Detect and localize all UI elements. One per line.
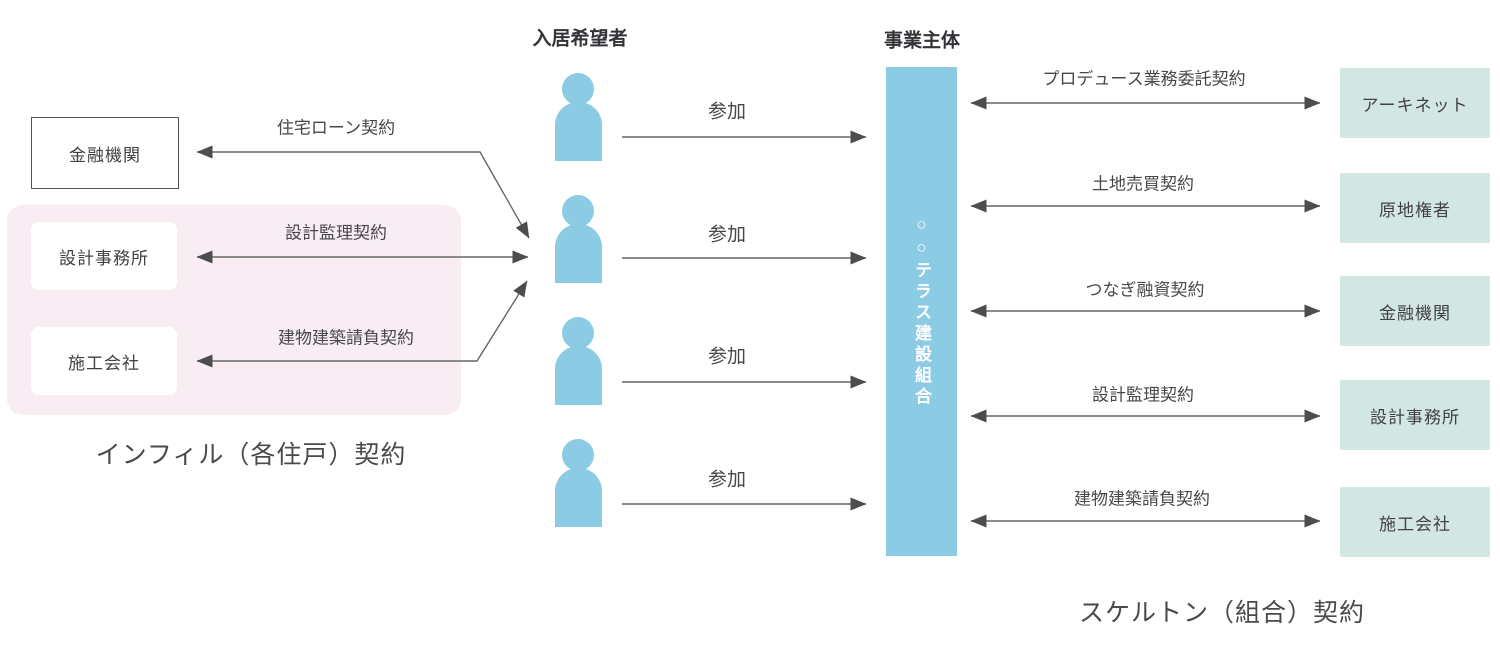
right-box-original-landowner: 原地権者 bbox=[1340, 173, 1490, 243]
header-business-entity: 事業主体 bbox=[883, 30, 961, 52]
right-box-financial-institution: 金融機関 bbox=[1340, 276, 1490, 346]
arrow-housing-loan bbox=[196, 145, 530, 239]
right-box-design-office: 設計事務所 bbox=[1340, 380, 1490, 450]
label-land-contract: 土地売買契約 bbox=[1092, 174, 1194, 194]
right-box-landowner-label: 原地権者 bbox=[1379, 200, 1451, 220]
participation-label: 参加 bbox=[707, 101, 747, 123]
caption-skeleton-contract: スケルトン（組合）契約 bbox=[1078, 599, 1366, 627]
resident-person-icon bbox=[555, 317, 602, 405]
construction-union-label: ○○テラス建設組合 bbox=[912, 215, 931, 408]
label-design-supervision-contract-right: 設計監理契約 bbox=[1092, 385, 1194, 405]
participation-label: 参加 bbox=[707, 469, 747, 491]
resident-person-icon bbox=[555, 195, 602, 283]
right-box-design-label: 設計事務所 bbox=[1370, 407, 1460, 427]
person-head-icon bbox=[562, 439, 594, 471]
label-bridge-loan-contract: つなぎ融資契約 bbox=[1085, 280, 1205, 300]
resident-person-icon bbox=[555, 439, 602, 527]
right-box-financial-label: 金融機関 bbox=[1379, 303, 1451, 323]
person-body-icon bbox=[555, 224, 602, 283]
left-box-financial-institution: 金融機関 bbox=[31, 117, 179, 189]
right-box-archinet: アーキネット bbox=[1340, 68, 1490, 138]
person-body-icon bbox=[555, 346, 602, 405]
resident-person-icon bbox=[555, 73, 602, 161]
label-building-contract-left: 建物建築請負契約 bbox=[278, 328, 414, 348]
label-building-contract-right: 建物建築請負契約 bbox=[1074, 489, 1210, 509]
left-box-design-label: 設計事務所 bbox=[59, 248, 149, 268]
right-box-construction-label: 施工会社 bbox=[1379, 514, 1451, 534]
person-body-icon bbox=[555, 468, 602, 527]
left-box-construction-label: 施工会社 bbox=[68, 353, 140, 373]
label-housing-loan-contract: 住宅ローン契約 bbox=[276, 118, 396, 138]
left-box-design-office: 設計事務所 bbox=[31, 222, 177, 290]
person-head-icon bbox=[562, 195, 594, 227]
right-box-construction-company: 施工会社 bbox=[1340, 487, 1490, 557]
construction-union-bar: ○○テラス建設組合 bbox=[886, 67, 957, 556]
label-produce-contract: プロデュース業務委託契約 bbox=[1042, 69, 1246, 89]
left-box-construction-company: 施工会社 bbox=[31, 327, 177, 395]
arrow-building-contract-left bbox=[196, 280, 528, 368]
caption-infill-contract: インフィル（各住戸）契約 bbox=[95, 441, 407, 469]
person-head-icon bbox=[562, 317, 594, 349]
participation-label: 参加 bbox=[707, 224, 747, 246]
header-residents: 入居希望者 bbox=[532, 28, 628, 50]
left-box-financial-label: 金融機関 bbox=[69, 145, 141, 165]
participation-label: 参加 bbox=[707, 346, 747, 368]
right-box-archinet-label: アーキネット bbox=[1361, 95, 1469, 115]
person-body-icon bbox=[555, 102, 602, 161]
label-design-supervision-contract-left: 設計監理契約 bbox=[285, 223, 387, 243]
person-head-icon bbox=[562, 73, 594, 105]
